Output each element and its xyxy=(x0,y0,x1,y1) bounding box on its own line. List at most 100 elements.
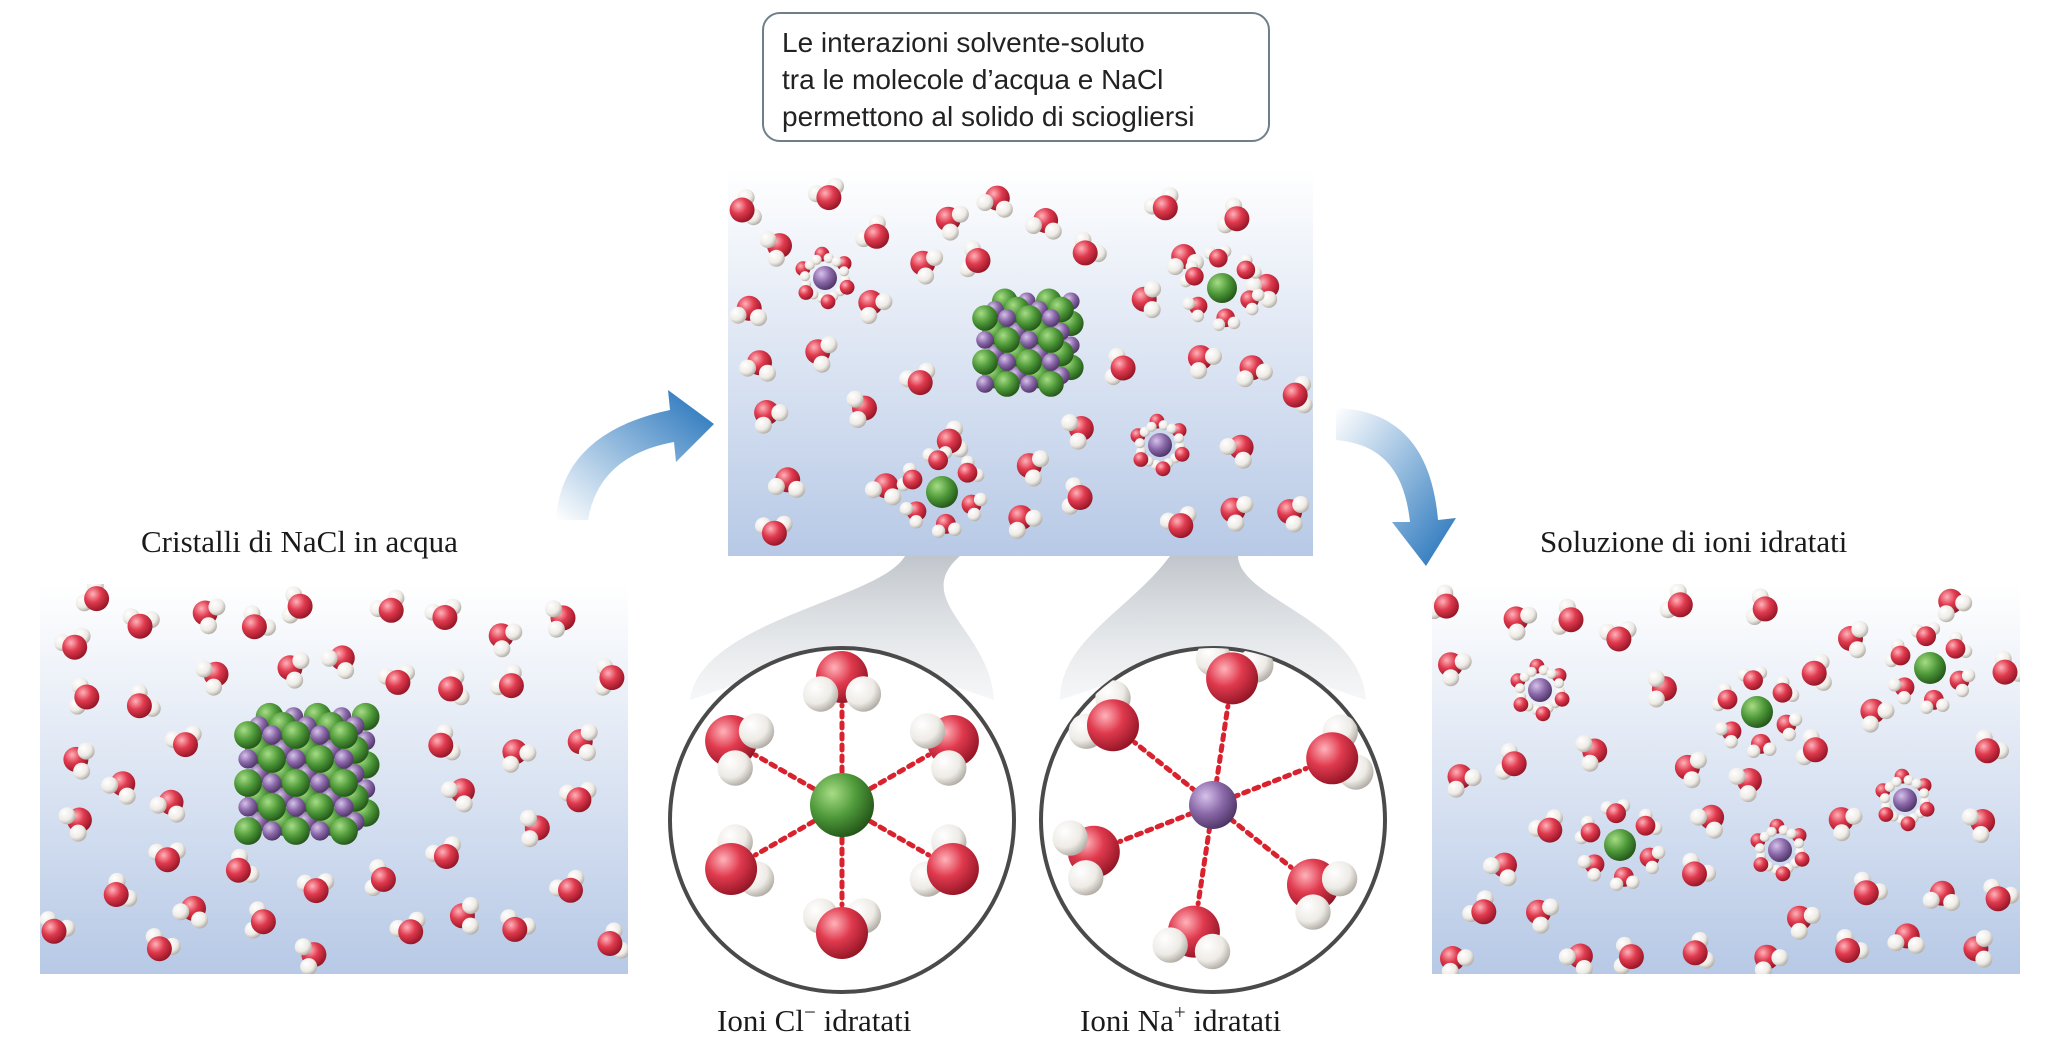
water-molecule xyxy=(502,739,537,773)
water-molecule xyxy=(75,584,110,612)
oxygen-atom xyxy=(1501,751,1527,777)
oxygen-atom xyxy=(370,866,396,892)
oxygen-atom xyxy=(241,614,267,640)
hydrogen-atom xyxy=(1526,666,1537,677)
hydrogen-atom xyxy=(845,676,882,712)
oxygen-atom xyxy=(1133,452,1149,467)
oxygen-atom xyxy=(1890,645,1911,666)
hydrogen-atom xyxy=(1482,857,1500,875)
water-molecule xyxy=(899,362,936,396)
hydrogen-atom xyxy=(493,640,511,658)
oxygen-atom xyxy=(1152,195,1178,221)
chloride-ion xyxy=(234,769,262,797)
water-molecule xyxy=(1682,852,1717,887)
hydrogen-atom xyxy=(1690,808,1707,826)
water-molecule xyxy=(377,664,415,695)
oxygen-atom xyxy=(1835,938,1861,963)
hydrogen-atom xyxy=(1788,712,1803,727)
hydrogen-atom xyxy=(1891,776,1902,787)
oxygen-atom xyxy=(1900,816,1916,832)
chloride-ion xyxy=(1914,652,1946,684)
water-molecule xyxy=(1787,905,1821,940)
oxygen-atom xyxy=(1554,691,1570,707)
oxygen-atom xyxy=(438,676,464,702)
water-molecule xyxy=(389,911,426,945)
water-molecule xyxy=(1878,801,1899,822)
hydrogen-atom xyxy=(976,194,994,211)
hydrogen-atom xyxy=(337,662,355,680)
hydrogen-atom xyxy=(1887,934,1905,952)
hydrogen-atom xyxy=(771,404,789,422)
hydrogen-atom xyxy=(1714,722,1729,736)
oxygen-atom xyxy=(1433,593,1459,619)
oxygen-atom xyxy=(597,931,623,956)
hydrogen-atom xyxy=(1234,451,1252,469)
oxygen-atom xyxy=(303,878,329,904)
hydrogen-atom xyxy=(462,897,480,914)
chloride-ion xyxy=(330,817,358,845)
water-molecule xyxy=(1937,588,1973,623)
water-molecule xyxy=(1659,584,1693,619)
arrow-to-right-icon xyxy=(1336,408,1456,566)
hydrogen-atom xyxy=(1025,469,1042,487)
sodium-ion xyxy=(1148,433,1172,457)
hydrogen-atom xyxy=(1645,860,1660,875)
hydrogen-atom xyxy=(1025,217,1042,234)
water-molecule xyxy=(1212,308,1241,332)
oxygen-atom xyxy=(385,669,411,695)
water-molecule xyxy=(1531,703,1554,722)
oxygen-atom xyxy=(1072,240,1098,266)
water-molecule xyxy=(54,627,91,660)
water-molecule xyxy=(296,873,335,904)
sodium-ion xyxy=(286,749,306,769)
hydrogen-atom xyxy=(77,742,95,760)
hydrogen-atom xyxy=(1907,936,1925,954)
sodium-ion xyxy=(238,797,258,817)
water-molecule xyxy=(244,901,276,939)
water-molecule xyxy=(1503,606,1538,641)
cl-label-charge: − xyxy=(803,1000,816,1024)
oxygen-atom xyxy=(1185,267,1204,286)
water-molecule xyxy=(1432,584,1459,620)
hydrogen-atom xyxy=(1724,735,1738,749)
hydrogen-atom xyxy=(1961,808,1979,826)
hydrogen-atom xyxy=(846,390,864,408)
chloride-ion xyxy=(1038,371,1064,397)
water-molecule xyxy=(1440,946,1475,974)
water-molecule xyxy=(1016,450,1049,487)
cl-ion-label: Ioni Cl− idratati xyxy=(717,1000,911,1039)
water-molecule xyxy=(1746,733,1777,758)
hydrogen-atom xyxy=(58,807,76,825)
water-molecule xyxy=(1558,943,1593,974)
water-molecule xyxy=(1187,345,1222,380)
water-molecule xyxy=(729,189,762,226)
oxygen-atom xyxy=(1206,652,1259,705)
water-molecule xyxy=(1495,743,1527,780)
water-molecule xyxy=(759,231,792,267)
sodium-ion xyxy=(286,797,306,817)
hydrogen-atom xyxy=(1227,514,1245,532)
water-molecule xyxy=(1236,253,1262,280)
hydrogen-atom xyxy=(1158,420,1169,431)
water-molecule xyxy=(1961,808,1996,843)
sodium-ion xyxy=(262,773,282,793)
water-molecule xyxy=(1674,751,1707,789)
hydrogen-atom xyxy=(1546,668,1557,679)
hydrogen-atom xyxy=(1152,927,1188,963)
water-molecule xyxy=(931,513,962,538)
water-molecule xyxy=(1891,768,1914,787)
water-molecule xyxy=(1835,929,1870,963)
right-panel-molecules xyxy=(1432,584,2020,974)
hydrogen-atom xyxy=(995,200,1013,218)
oxygen-atom xyxy=(173,732,198,758)
oxygen-atom xyxy=(1667,592,1693,618)
chloride-ion xyxy=(282,817,310,845)
oxygen-atom xyxy=(705,843,758,895)
hydrogen-atom xyxy=(1877,702,1895,720)
hydrogen-atom xyxy=(967,507,981,522)
oxygen-atom xyxy=(1772,682,1793,703)
oxygen-atom xyxy=(126,693,152,719)
water-molecule xyxy=(1949,668,1976,698)
water-molecule xyxy=(488,623,523,658)
water-molecule xyxy=(755,515,793,546)
